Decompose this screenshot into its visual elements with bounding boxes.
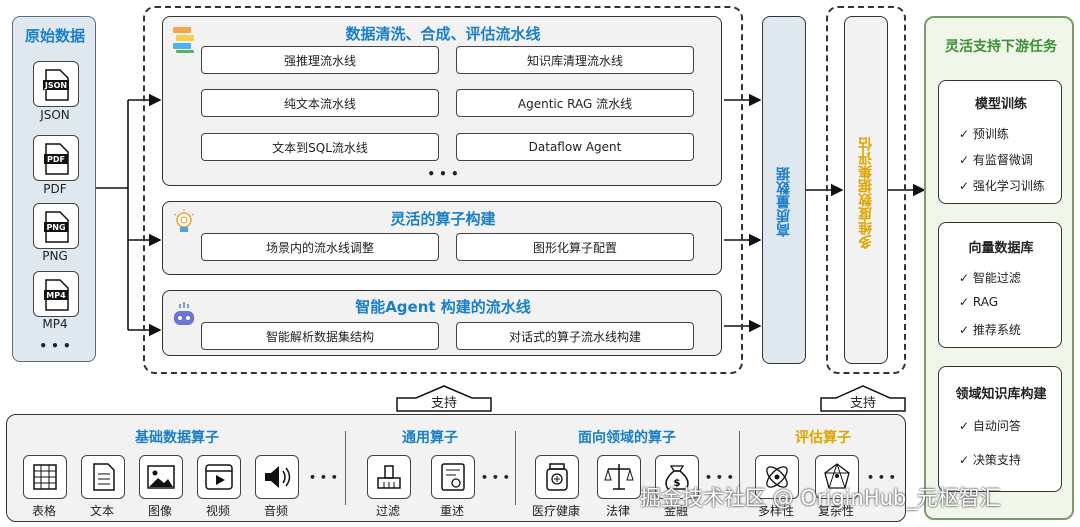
pipeline-item-reasoning: 强推理流水线 (201, 46, 439, 74)
domain-ellipsis: • • • (705, 471, 734, 484)
pipeline-title: 数据清洗、合成、评估流水线 (345, 25, 541, 43)
support-arrow-eval: 支持 (820, 384, 906, 412)
svg-text:MP4: MP4 (46, 291, 66, 300)
task-group-title: 向量数据库 (968, 241, 1034, 256)
downstream-title: 灵活支持下游任务 (945, 39, 1057, 55)
pdf-label: PDF (43, 182, 67, 196)
agent-title: 智能Agent 构建的流水线 (355, 298, 531, 316)
pipeline-item-dataflow-agent: Dataflow Agent (456, 133, 694, 161)
flexible-item-scene: 场景内的流水线调整 (201, 233, 439, 261)
finance-label: 金融 (663, 504, 688, 518)
mp4-file-icon: MP4 (33, 271, 79, 317)
task-item: ✓ 有监督微调 (959, 153, 1033, 167)
raw-data-panel: 原始数据 JSON JSON PDF PDF PNG PNG MP4 MP4 •… (12, 16, 96, 362)
rephrase-label: 重述 (439, 504, 464, 518)
watermark: 掘金技术社区 @ OriginHub_元枢智汇 (640, 486, 1001, 510)
table-label: 表格 (31, 504, 56, 518)
audio-icon (255, 455, 299, 499)
divider (345, 431, 346, 505)
task-group-title: 领域知识库构建 (955, 387, 1047, 402)
diversity-label: 多样性 (757, 504, 794, 518)
image-icon (139, 455, 183, 499)
task-group-model-training: 模型训练 ✓ 预训练 ✓ 有监督微调 ✓ 强化学习训练 (938, 80, 1062, 204)
law-label: 法律 (605, 504, 630, 518)
downstream-panel: 灵活支持下游任务 模型训练 ✓ 预训练 ✓ 有监督微调 ✓ 强化学习训练 向量数… (924, 16, 1074, 520)
pipeline-item-agentic-rag: Agentic RAG 流水线 (456, 89, 694, 117)
complexity-icon (815, 455, 859, 499)
task-group-title: 模型训练 (974, 97, 1027, 112)
divider (739, 431, 740, 505)
eval-label: 多维度数据集评估 (858, 137, 874, 249)
basic-ellipsis: • • • (309, 471, 338, 484)
filter-label: 过滤 (375, 504, 400, 518)
eval-frame (826, 6, 906, 374)
medical-icon (535, 455, 579, 499)
domain-operators-title: 面向领域的算子 (578, 430, 676, 446)
audio-label: 音频 (263, 504, 288, 518)
operators-panel: 基础数据算子 通用算子 面向领域的算子 评估算子 表格 文本 图像 视频 音频 … (6, 414, 906, 522)
diversity-icon (755, 455, 799, 499)
svg-text:JSON: JSON (44, 81, 67, 90)
divider (515, 431, 516, 505)
pipeline-item-text: 纯文本流水线 (201, 89, 439, 117)
svg-text:PNG: PNG (46, 223, 65, 232)
pipeline-item-kb-clean: 知识库清理流水线 (456, 46, 694, 74)
task-group-vector-db: 向量数据库 ✓ 智能过滤 ✓ RAG ✓ 推荐系统 (938, 222, 1062, 348)
general-operators-title: 通用算子 (402, 430, 458, 446)
svg-text:PDF: PDF (47, 155, 65, 164)
flexible-item-graphical: 图形化算子配置 (456, 233, 694, 261)
video-label: 视频 (205, 504, 230, 518)
task-item: ✓ 预训练 (959, 127, 1009, 141)
flexible-panel: 灵活的算子构建 场景内的流水线调整 图形化算子配置 (162, 201, 722, 275)
hq-data-panel: 高质量数据 (762, 16, 806, 364)
task-item: ✓ 决策支持 (959, 453, 1021, 467)
text-icon (81, 455, 125, 499)
complexity-label: 复杂性 (817, 504, 854, 518)
support-label-eval: 支持 (849, 396, 876, 411)
support-label-center: 支持 (430, 396, 457, 411)
pipeline-stack-icon (171, 25, 197, 53)
png-file-icon: PNG (33, 203, 79, 249)
video-icon (197, 455, 241, 499)
law-scale-icon (597, 455, 641, 499)
png-label: PNG (42, 249, 68, 263)
json-label: JSON (40, 108, 70, 122)
hq-data-label: 高质量数据 (776, 167, 792, 237)
task-group-domain-kb: 领域知识库构建 ✓ 自动问答 ✓ 决策支持 (938, 366, 1062, 492)
json-file-icon: JSON (33, 61, 79, 107)
mp4-label: MP4 (42, 317, 68, 331)
raw-data-ellipsis: • • • (39, 339, 71, 353)
task-item: ✓ 自动问答 (959, 419, 1021, 433)
support-arrow-center: 支持 (396, 384, 492, 412)
pdf-file-icon: PDF (33, 135, 79, 181)
flexible-title: 灵活的算子构建 (390, 210, 496, 228)
eval-operators-title: 评估算子 (795, 430, 851, 446)
raw-data-title: 原始数据 (24, 27, 85, 45)
image-label: 图像 (147, 504, 172, 518)
task-item: ✓ RAG (959, 295, 999, 309)
text-label: 文本 (89, 504, 114, 518)
agent-panel: 智能Agent 构建的流水线 智能解析数据集结构 对话式的算子流水线构建 (162, 290, 722, 356)
eval-panel: 多维度数据集评估 (844, 16, 888, 364)
agent-item-parse: 智能解析数据集结构 (201, 322, 439, 350)
lightbulb-icon (171, 208, 197, 238)
agent-item-dialog: 对话式的算子流水线构建 (456, 322, 694, 350)
medical-label: 医疗健康 (531, 504, 580, 518)
pipeline-panel: 数据清洗、合成、评估流水线 强推理流水线 知识库清理流水线 纯文本流水线 Age… (162, 16, 722, 186)
task-item: ✓ 推荐系统 (959, 323, 1021, 337)
basic-operators-title: 基础数据算子 (135, 430, 219, 446)
task-item: ✓ 智能过滤 (959, 271, 1021, 285)
svg-text:$: $ (674, 478, 681, 489)
finance-bag-icon: $ (655, 455, 699, 499)
filter-icon (367, 455, 411, 499)
pipeline-frame (143, 6, 743, 374)
general-ellipsis: • • • (481, 471, 510, 484)
table-icon (23, 455, 67, 499)
robot-icon (171, 299, 197, 329)
pipeline-item-text2sql: 文本到SQL流水线 (201, 133, 439, 161)
task-item: ✓ 强化学习训练 (959, 179, 1045, 193)
eval-ellipsis: • • • (867, 471, 896, 484)
pipeline-ellipsis: • • • (427, 167, 459, 181)
rephrase-icon (431, 455, 475, 499)
